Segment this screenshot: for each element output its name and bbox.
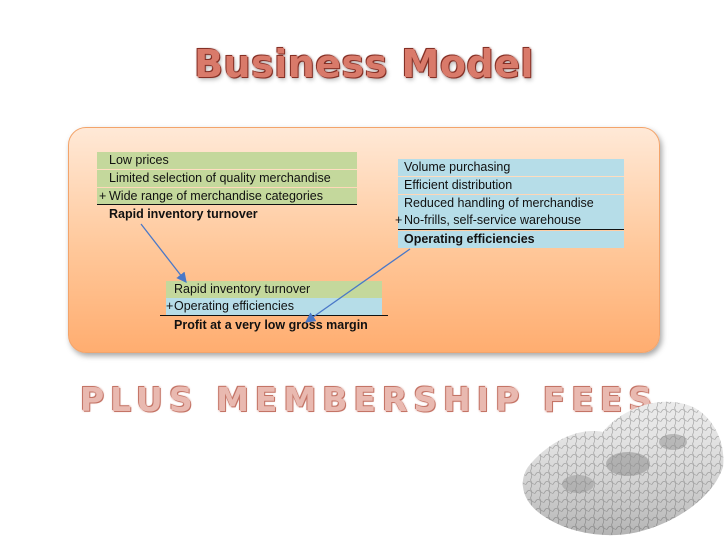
bottom-plus-sign: + bbox=[166, 299, 174, 313]
right-line-3: Reduced handling of merchandise bbox=[398, 195, 624, 212]
right-line-4-text: No-frills, self-service warehouse bbox=[404, 213, 582, 227]
bottom-line-1: Rapid inventory turnover bbox=[166, 281, 382, 298]
right-result: Operating efficiencies bbox=[398, 231, 624, 248]
bottom-line-2-text: Operating efficiencies bbox=[174, 299, 294, 313]
right-line-4: + No-frills, self-service warehouse bbox=[395, 212, 624, 229]
left-line-3-text: Wide range of merchandise categories bbox=[109, 189, 324, 203]
arrow-right-to-bottom bbox=[304, 248, 411, 323]
architectural-sculpture-image bbox=[522, 401, 724, 536]
right-line-2: Efficient distribution bbox=[398, 177, 624, 194]
arrow-left-to-bottom bbox=[140, 223, 187, 284]
left-line-2: Limited selection of quality merchandise bbox=[97, 170, 357, 187]
left-line-3: + Wide range of merchandise categories bbox=[97, 188, 357, 205]
left-plus-sign: + bbox=[99, 189, 107, 203]
left-sum-rule bbox=[97, 204, 357, 205]
bottom-sum-rule bbox=[160, 315, 388, 316]
right-plus-sign: + bbox=[395, 213, 403, 227]
membership-fees-heading: PLUS MEMBERSHIP FEES bbox=[80, 380, 659, 419]
bottom-line-2: + Operating efficiencies bbox=[166, 298, 382, 315]
slide-title: Business Model bbox=[194, 42, 534, 86]
right-line-1: Volume purchasing bbox=[398, 159, 624, 176]
left-line-1: Low prices bbox=[97, 152, 357, 169]
right-sum-rule bbox=[398, 229, 624, 230]
bottom-result: Profit at a very low gross margin bbox=[174, 318, 368, 332]
left-result: Rapid inventory turnover bbox=[109, 207, 258, 221]
